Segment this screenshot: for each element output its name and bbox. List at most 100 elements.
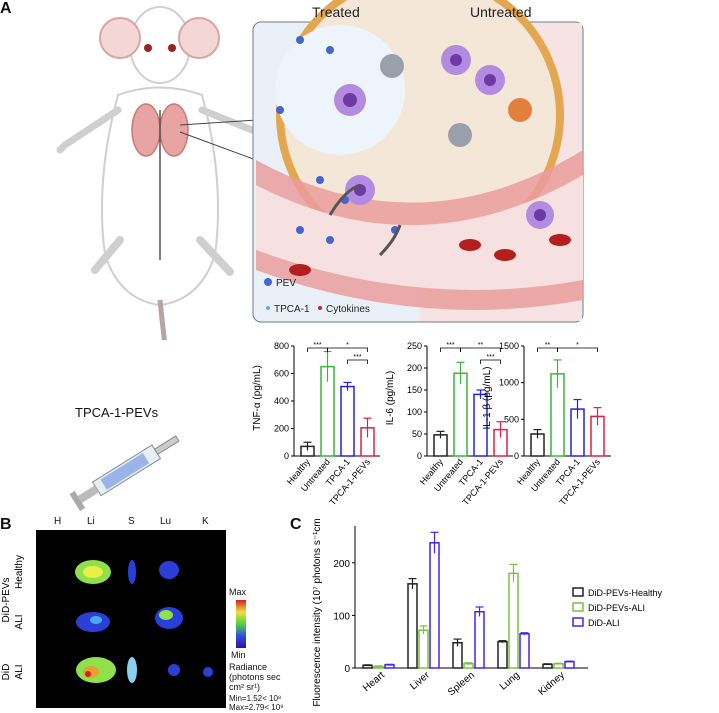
- y-tick-label: 0: [344, 664, 350, 675]
- y-tick-label: 1500: [499, 341, 519, 351]
- significance-bracket: [480, 359, 501, 364]
- significance-bracket: [557, 347, 598, 352]
- row-labels: DiD-PEVs Healthy ALI DiD ALI: [1, 555, 25, 681]
- tpca-legend-marker: [266, 306, 270, 310]
- bar: [519, 633, 530, 669]
- radiance-line: Radiance: [229, 662, 268, 672]
- radiance-color-scale: [236, 600, 246, 648]
- panel-label-c: C: [290, 516, 302, 533]
- y-tick-label: 200: [274, 424, 289, 434]
- y-tick-label: 100: [407, 407, 422, 417]
- y-tick-label: 0: [514, 451, 519, 461]
- tnf-alpha-chart: TNF-α (pg/mL) 0200400600800HealthyUntrea…: [252, 341, 380, 507]
- significance-bracket: [347, 359, 368, 364]
- significance-label: *: [576, 342, 579, 349]
- il6-chart: IL-6 (pg/mL) 050100150200250HealthyUntre…: [385, 341, 513, 507]
- x-tick-label: Kidney: [536, 670, 566, 698]
- bar: [553, 663, 564, 669]
- y-tick-label: 50: [412, 429, 422, 439]
- significance-bracket: [327, 347, 368, 352]
- panel-label-a: A: [0, 0, 12, 17]
- significance-label: ***: [486, 354, 494, 361]
- legend-label: DiD-PEVs-Healthy: [588, 588, 663, 598]
- mouse-illustration: [56, 6, 256, 340]
- y-tick-label: 0: [284, 451, 289, 461]
- row-group-label-did: DiD: [1, 664, 12, 681]
- syringe-illustration: [69, 435, 180, 512]
- bar: [474, 610, 485, 669]
- significance-label: ***: [353, 354, 361, 361]
- cytokines-legend-marker: [318, 306, 322, 310]
- row-label-healthy: Healthy: [14, 555, 25, 589]
- untreated-label: Untreated: [470, 4, 531, 20]
- radiance-line: cm² sr¹): [229, 682, 260, 692]
- row-label-ali-2: ALI: [14, 664, 25, 679]
- tpca-legend-label: TPCA-1: [274, 304, 310, 315]
- y-tick-label: 100: [333, 611, 350, 622]
- row-group-label-did-pevs: DiD-PEVs: [1, 577, 12, 622]
- y-tick-label: 600: [274, 369, 289, 379]
- y-tick-label: 0: [417, 451, 422, 461]
- column-label-k: K: [202, 516, 209, 527]
- bar: [497, 640, 508, 669]
- x-tick-label: Heart: [361, 670, 387, 694]
- bar: [508, 572, 519, 669]
- schematic-illustration: Treated Untreated PEV TPCA-1 Cytokines: [56, 0, 584, 340]
- chart-ylabel: IL-1 β (pg/mL): [482, 367, 493, 430]
- scale-max-label: Max: [229, 587, 247, 597]
- radiance-line: (photons sec: [229, 672, 281, 682]
- scale-min-label: Min: [231, 650, 246, 660]
- organ-fluorescence-image: [75, 560, 213, 683]
- legend-swatch: [572, 587, 584, 597]
- column-label-lu: Lu: [160, 516, 172, 527]
- legend-label: DiD-ALI: [588, 618, 620, 628]
- y-tick-label: 800: [274, 341, 289, 351]
- bar: [407, 583, 418, 669]
- chart-ylabel: IL-6 (pg/mL): [385, 371, 396, 425]
- x-tick-label: Liver: [408, 669, 432, 692]
- bar: [564, 660, 575, 669]
- injection-label: TPCA-1-PEVs: [75, 405, 159, 420]
- pev-legend-label: PEV: [276, 278, 296, 289]
- pev-legend-marker: [264, 278, 272, 286]
- significance-label: **: [545, 342, 551, 349]
- x-tick-label: Spleen: [446, 670, 477, 698]
- radiance-caption: Radiance (photons sec cm² sr¹): [229, 662, 281, 692]
- row-label-ali-1: ALI: [14, 614, 25, 629]
- scale-max-value: Max=2.79< 10⁹: [229, 703, 284, 712]
- chart-area: 050010001500HealthyUntreatedTPCA-1TPCA-1…: [499, 341, 611, 507]
- y-tick-label: 1000: [499, 378, 519, 388]
- column-label-s: S: [128, 516, 135, 527]
- significance-label: *: [346, 342, 349, 349]
- y-tick-label: 200: [333, 559, 350, 570]
- significance-label: ***: [446, 342, 454, 349]
- ivis-image-panel: [36, 530, 226, 708]
- bar: [429, 542, 440, 669]
- bar: [453, 372, 468, 457]
- tissue-diagram: [252, 0, 584, 323]
- significance-label: **: [478, 342, 484, 349]
- x-tick-label: Lung: [498, 670, 522, 693]
- significance-label: ***: [313, 342, 321, 349]
- il1-beta-chart: IL-1 β (pg/mL) 050010001500HealthyUntrea…: [482, 341, 611, 507]
- legend-label: DiD-PEVs-ALI: [588, 603, 645, 613]
- bar: [542, 663, 553, 669]
- panel-label-b: B: [0, 516, 12, 533]
- chart-area: 0200400600800HealthyUntreatedTPCA-1TPCA-…: [274, 341, 380, 507]
- organ-fluorescence-chart: Fluorescence intensity (10⁷ photons s⁻¹c…: [312, 518, 663, 707]
- column-label-h: H: [54, 516, 62, 527]
- chart-ylabel: TNF-α (pg/mL): [252, 365, 263, 431]
- y-tick-label: 250: [407, 341, 422, 351]
- bar: [418, 629, 429, 669]
- column-label-li: Li: [87, 516, 95, 527]
- y-tick-label: 500: [504, 414, 519, 424]
- y-tick-label: 400: [274, 396, 289, 406]
- cytokines-legend-label: Cytokines: [326, 304, 370, 315]
- y-tick-label: 150: [407, 385, 422, 395]
- legend-swatch: [572, 617, 584, 627]
- scale-min-value: Min=1.52< 10⁸: [229, 694, 282, 703]
- treated-label: Treated: [312, 4, 360, 20]
- chart-ylabel: Fluorescence intensity (10⁷ photons s⁻¹c…: [312, 518, 323, 707]
- bar: [452, 642, 463, 669]
